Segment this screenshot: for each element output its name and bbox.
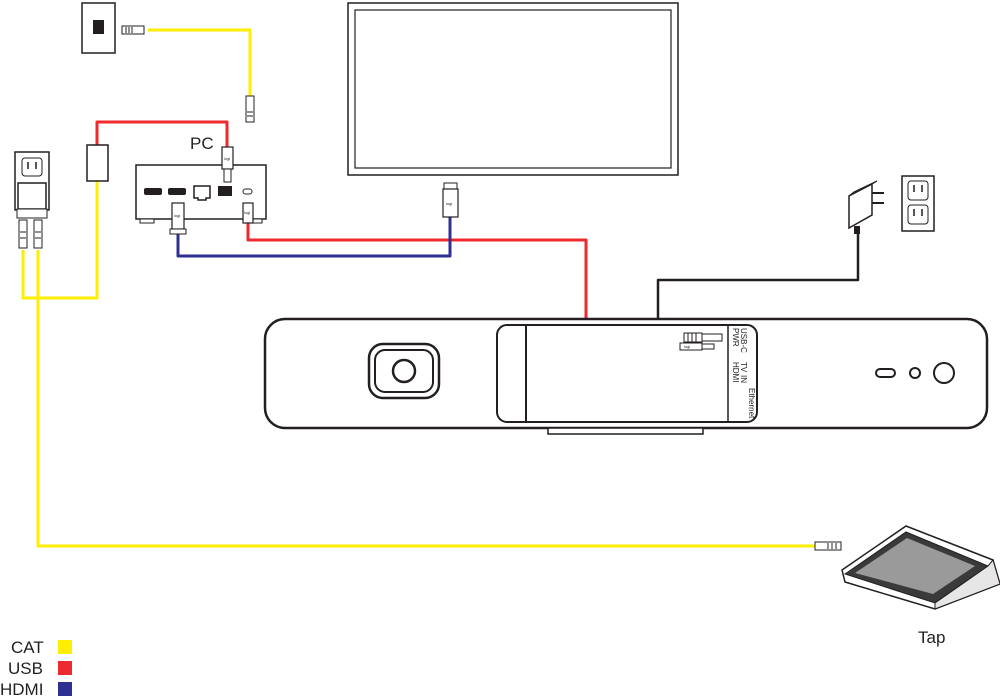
- legend-label-usb: USB: [8, 659, 43, 678]
- pc-power-brick: [86, 144, 109, 182]
- usbc-plug-pc-bottom: logi: [242, 202, 254, 224]
- cat-connector-tap: [814, 541, 842, 551]
- cat-connector-outlet-right: [33, 219, 43, 249]
- camera-lens: [391, 358, 417, 384]
- port-label-ethernet: Ethernet: [747, 388, 756, 419]
- video-bar: [263, 317, 989, 435]
- port-label-in: IN: [739, 375, 748, 383]
- legend-label-cat: CAT: [11, 638, 44, 657]
- svg-text:logi: logi: [224, 156, 230, 161]
- cables: [21, 28, 860, 548]
- port-label-hdmi: HDMI: [731, 362, 740, 382]
- power-adapter: [848, 180, 884, 234]
- svg-text:logi: logi: [446, 201, 452, 206]
- display-monitor: [347, 2, 679, 176]
- pc-hdmi-port-2: [168, 188, 186, 195]
- cat-connector-pc: [245, 95, 255, 123]
- legend-label-hdmi: HDMI: [0, 680, 43, 697]
- pc-label: PC: [190, 134, 214, 153]
- port-label-tv: TV: [739, 362, 748, 373]
- hdmi-plug-display: logi: [442, 182, 459, 218]
- wall-power-outlet-left: [14, 151, 50, 219]
- usb-plug-pc-top: logi: [221, 146, 234, 183]
- port-label-pwr: PWR: [731, 328, 740, 347]
- pc-usbc-port: [242, 188, 253, 195]
- tap-device: [841, 525, 1000, 610]
- legend-swatch-usb: [58, 661, 72, 675]
- tap-label: Tap: [918, 628, 945, 647]
- legend-swatch-hdmi: [58, 682, 72, 696]
- pc-ethernet-port: [193, 185, 211, 201]
- cat-connector-outlet-left: [18, 219, 28, 249]
- port-label-usbc: USB-C: [739, 328, 748, 353]
- pc-usb-port: [218, 186, 232, 196]
- svg-text:logi: logi: [244, 210, 250, 215]
- mic-hole: [909, 367, 921, 379]
- cat-cable-pc-outlet: [21, 180, 99, 300]
- cat-cable-to-tap: [36, 250, 815, 548]
- pc-hdmi-port-1: [144, 188, 162, 195]
- legend-swatch-cat: [58, 640, 72, 654]
- cat-connector-wall: [121, 25, 145, 35]
- svg-text:logi: logi: [174, 213, 180, 218]
- status-led-slot: [875, 368, 896, 378]
- svg-text:logi: logi: [684, 344, 690, 349]
- cat-cable-wall-to-pc: [148, 28, 252, 96]
- usbc-plug-bar: logi: [679, 342, 715, 351]
- hdmi-plug-pc-bottom: logi: [169, 202, 187, 235]
- hdmi-cable-pc-to-display: [176, 216, 452, 258]
- wall-data-jack: [81, 2, 116, 54]
- usb-cable-pc-top: [95, 120, 229, 150]
- power-button: [933, 362, 955, 384]
- wall-power-outlet-right: [901, 175, 935, 232]
- power-plug-bar: [683, 332, 723, 343]
- legend: CAT USB HDMI: [0, 638, 72, 697]
